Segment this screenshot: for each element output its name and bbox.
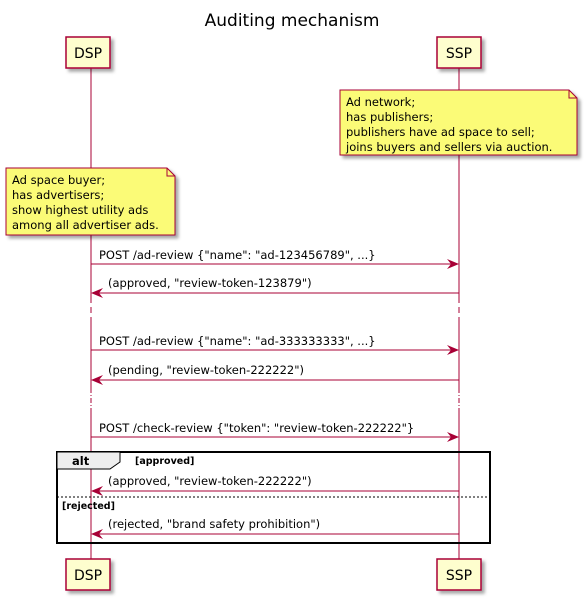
alt-guard-approved: [approved] (135, 456, 194, 467)
alt-guard-rejected: [rejected] (62, 501, 115, 512)
actor-label: SSP (446, 46, 472, 62)
note-dsp: Ad space buyer; has advertisers; show hi… (5, 167, 176, 236)
message-rejected[interactable]: (rejected, "brand safety prohibition") (91, 517, 459, 539)
alt-fragment: alt [approved] [rejected] (56, 451, 491, 544)
message-label: (approved, "review-token-123879") (108, 276, 312, 290)
note-line: publishers have ad space to sell; (346, 125, 535, 139)
actor-dsp-bottom[interactable]: DSP (65, 558, 111, 591)
actor-label: DSP (74, 46, 102, 62)
note-line: Ad space buyer; (12, 173, 105, 187)
alt-label: alt (72, 454, 90, 468)
message-pending[interactable]: (pending, "review-token-222222") (91, 363, 459, 385)
actor-label: SSP (446, 568, 472, 584)
message-ad-review-2[interactable]: POST /ad-review {"name": "ad-333333333",… (91, 334, 459, 355)
note-line: has advertisers; (12, 188, 104, 202)
message-ad-review-1[interactable]: POST /ad-review {"name": "ad-123456789",… (91, 248, 459, 269)
message-approved-1[interactable]: (approved, "review-token-123879") (91, 276, 459, 298)
note-line: joins buyers and sellers via auction. (345, 140, 552, 154)
actor-ssp-bottom[interactable]: SSP (436, 558, 482, 591)
message-approved-2[interactable]: (approved, "review-token-222222") (91, 474, 459, 496)
message-label: POST /check-review {"token": "review-tok… (99, 421, 414, 435)
note-ssp: Ad network; has publishers; publishers h… (339, 89, 578, 156)
actor-ssp-top[interactable]: SSP (436, 36, 482, 69)
actor-dsp-top[interactable]: DSP (65, 36, 111, 69)
note-line: among all advertiser ads. (12, 218, 159, 232)
message-check-review[interactable]: POST /check-review {"token": "review-tok… (91, 421, 459, 442)
actor-label: DSP (74, 568, 102, 584)
diagram-title: Auditing mechanism (205, 11, 380, 31)
message-label: (rejected, "brand safety prohibition") (108, 517, 320, 531)
message-label: (approved, "review-token-222222") (108, 474, 312, 488)
message-label: POST /ad-review {"name": "ad-333333333",… (99, 334, 376, 348)
message-label: (pending, "review-token-222222") (108, 363, 304, 377)
note-line: Ad network; (346, 95, 415, 109)
note-line: has publishers; (346, 110, 433, 124)
note-line: show highest utility ads (12, 203, 148, 217)
message-label: POST /ad-review {"name": "ad-123456789",… (99, 248, 376, 262)
